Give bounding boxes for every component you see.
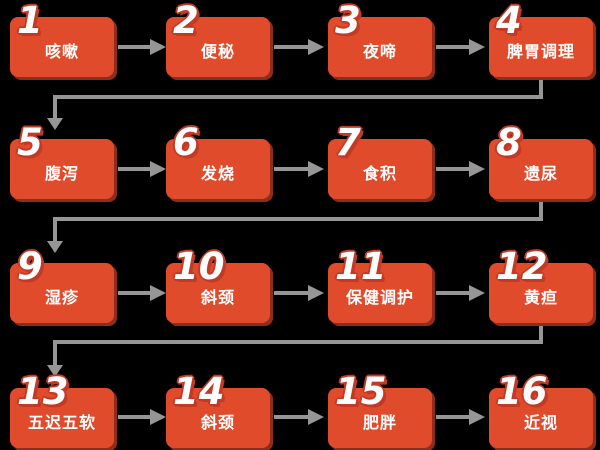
arrow-right-icon [274,285,324,301]
flow-step-8[interactable]: 8 遗尿 [489,124,593,199]
step-number: 11 [335,245,387,288]
arrow-right-icon [274,161,324,177]
step-label: 遗尿 [523,164,558,183]
flow-step-3[interactable]: 3 夜啼 [328,2,432,77]
arrow-right-icon [274,409,324,425]
step-label: 斜颈 [200,413,235,432]
step-number: 8 [496,121,522,164]
step-label: 发烧 [200,164,235,183]
flow-step-9[interactable]: 9 湿疹 [10,248,114,323]
step-label: 斜颈 [200,288,235,307]
step-label: 便秘 [200,42,235,61]
arrow-right-icon [436,409,485,425]
flow-step-10[interactable]: 10 斜颈 [166,248,270,323]
flow-step-5[interactable]: 5 腹泻 [10,124,114,199]
step-number: 6 [173,121,199,164]
step-label: 咳嗽 [44,42,79,61]
wrap-connector-arrow [47,323,543,377]
flow-step-12[interactable]: 12 黄疸 [489,248,593,323]
step-number: 1 [17,0,43,42]
step-label: 腹泻 [44,164,79,183]
step-label: 脾胃调理 [506,42,575,61]
step-label: 湿疹 [44,288,79,307]
arrow-right-icon [118,39,166,55]
flow-step-6[interactable]: 6 发烧 [166,124,270,199]
step-label: 五迟五软 [27,413,96,432]
wrap-connector-arrow [47,199,543,253]
arrow-right-icon [118,285,166,301]
step-label: 近视 [523,413,558,432]
flow-step-1[interactable]: 1 咳嗽 [10,2,114,77]
flow-step-11[interactable]: 11 保健调护 [328,248,432,323]
step-number: 4 [496,0,522,42]
step-number: 7 [335,121,361,164]
flow-step-15[interactable]: 15 肥胖 [328,373,432,448]
step-label: 保健调护 [345,288,414,307]
step-number: 5 [17,121,43,164]
arrow-right-icon [274,39,324,55]
arrow-right-icon [436,161,485,177]
step-label: 夜啼 [362,42,397,61]
flow-step-14[interactable]: 14 斜颈 [166,373,270,448]
step-number: 2 [173,0,199,42]
flow-step-7[interactable]: 7 食积 [328,124,432,199]
step-number: 10 [173,245,225,288]
wrap-connector-arrow [47,77,543,130]
arrow-right-icon [118,161,166,177]
arrow-right-icon [436,39,485,55]
flow-step-2[interactable]: 2 便秘 [166,2,270,77]
flow-step-13[interactable]: 13 五迟五软 [10,373,114,448]
flow-step-4[interactable]: 4 脾胃调理 [489,2,593,77]
step-number: 15 [335,370,387,413]
flow-step-16[interactable]: 16 近视 [489,373,593,448]
step-number: 3 [335,0,361,42]
step-label: 肥胖 [362,413,397,432]
arrow-right-icon [118,409,166,425]
step-number: 16 [496,370,548,413]
step-label: 黄疸 [523,288,558,307]
step-number: 9 [17,245,43,288]
step-label: 食积 [362,164,397,183]
arrow-right-icon [436,285,485,301]
step-number: 12 [496,245,548,288]
step-number: 13 [17,370,69,413]
step-number: 14 [173,370,225,413]
